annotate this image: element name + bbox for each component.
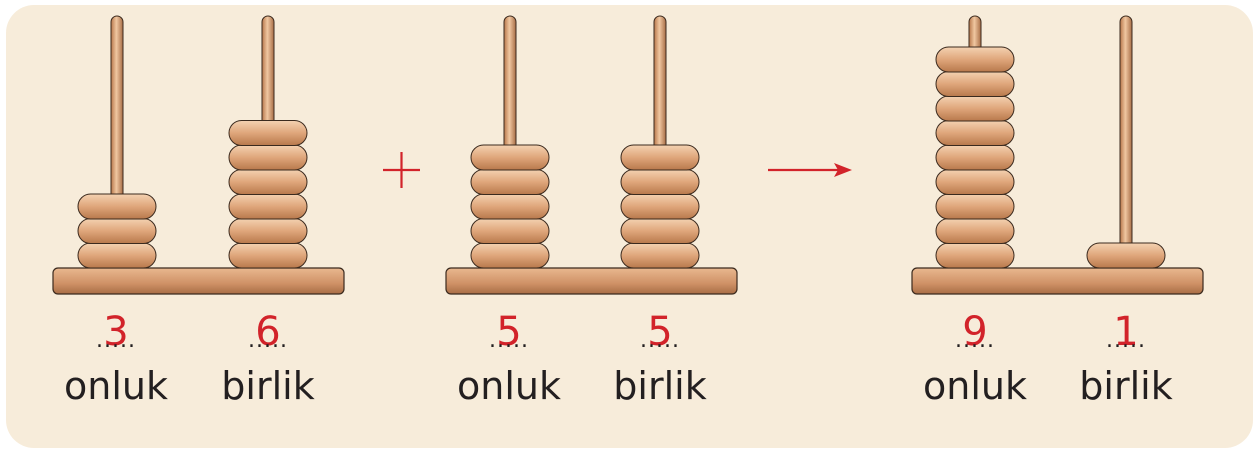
bead <box>620 193 700 220</box>
abacus-3-onluk-label: 9 ..... onluk <box>910 312 1040 408</box>
bead <box>228 120 308 146</box>
bead <box>935 169 1015 195</box>
abacus-1-birlik-label: 6 ..... birlik <box>203 312 333 408</box>
bead <box>935 193 1015 220</box>
answer-blank: ..... <box>96 328 136 353</box>
bead <box>77 242 157 269</box>
abacus-result <box>911 15 1204 295</box>
place-value-label: birlik <box>613 364 707 408</box>
bead <box>620 169 700 195</box>
bead <box>228 193 308 220</box>
place-value-label: onluk <box>64 364 168 408</box>
bead <box>1086 242 1166 269</box>
answer-blank: ..... <box>1106 328 1146 353</box>
abacus-2-birlik-label: 5 ..... birlik <box>595 312 725 408</box>
answer-blank: ..... <box>955 328 995 353</box>
answer-blank: ..... <box>489 328 529 353</box>
bead <box>935 95 1015 122</box>
bead <box>228 169 308 195</box>
abacus-2-onluk-label: 5 ..... onluk <box>444 312 574 408</box>
bead <box>620 218 700 244</box>
bead <box>935 242 1015 269</box>
abacus-base <box>445 267 738 295</box>
bead <box>935 46 1015 73</box>
bead <box>77 193 157 220</box>
place-value-label: onluk <box>457 364 561 408</box>
place-value-label: birlik <box>221 364 315 408</box>
arrow <box>768 163 852 177</box>
answer-digit: 6 <box>255 309 281 355</box>
bead <box>620 144 700 171</box>
answer-blank: ..... <box>640 328 680 353</box>
bead <box>77 218 157 244</box>
place-value-label: birlik <box>1079 364 1173 408</box>
rod-birlik <box>1119 15 1133 271</box>
bead <box>935 120 1015 146</box>
abacus-3-birlik-label: 1 ..... birlik <box>1061 312 1191 408</box>
bead <box>470 169 550 195</box>
answer-digit: 5 <box>496 309 522 355</box>
abacus-base <box>911 267 1204 295</box>
answer-digit: 5 <box>647 309 673 355</box>
bead <box>935 144 1015 171</box>
answer-blank: ..... <box>248 328 288 353</box>
bead <box>470 242 550 269</box>
bead <box>228 144 308 171</box>
abacus-1-onluk-label: 3 ..... onluk <box>51 312 181 408</box>
abacus-first-addend <box>52 15 345 295</box>
bead <box>470 218 550 244</box>
bead <box>935 218 1015 244</box>
abacus-base <box>52 267 345 295</box>
bead <box>228 242 308 269</box>
answer-digit: 3 <box>103 309 129 355</box>
plus-sign <box>383 152 420 188</box>
abacus-second-addend <box>445 15 738 295</box>
bead <box>935 71 1015 97</box>
answer-digit: 1 <box>1113 309 1139 355</box>
place-value-label: onluk <box>923 364 1027 408</box>
bead <box>470 144 550 171</box>
bead <box>470 193 550 220</box>
answer-digit: 9 <box>962 309 988 355</box>
bead <box>620 242 700 269</box>
bead <box>228 218 308 244</box>
